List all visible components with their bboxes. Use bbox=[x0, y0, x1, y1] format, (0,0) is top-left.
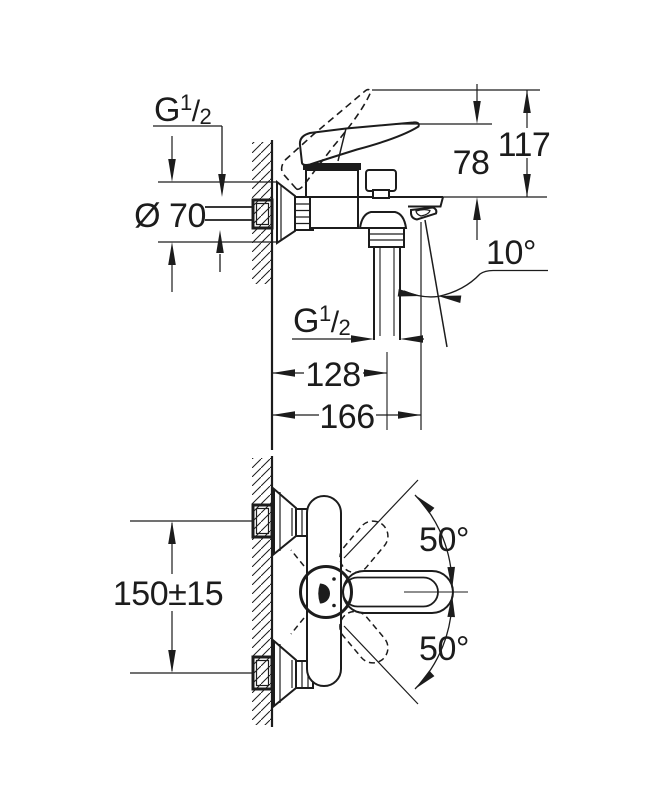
lever-crease bbox=[337, 128, 347, 162]
escutcheon-cone-side bbox=[276, 179, 296, 245]
dim-total-reach: 166 bbox=[319, 398, 374, 436]
water-stream-line bbox=[424, 219, 448, 348]
dim-swing-down: 50° bbox=[419, 630, 469, 668]
supply-fitting-square bbox=[251, 198, 274, 230]
dim-inlet-spacing: 150±15 bbox=[113, 575, 223, 613]
lever-swung-up-dashed bbox=[339, 520, 389, 574]
shower-outlet-dome bbox=[358, 211, 408, 229]
mixer-body-side bbox=[309, 196, 359, 229]
supply-fitting-inner bbox=[255, 659, 270, 687]
supply-fitting-inner bbox=[255, 507, 270, 535]
dim-total-height: 117 bbox=[498, 126, 551, 164]
lever-handle-raised-dashed bbox=[280, 88, 372, 191]
hub-logo-mark bbox=[318, 583, 330, 604]
shower-outlet-collar bbox=[368, 227, 405, 248]
dim-outlet-thread-label: G1/2 bbox=[293, 301, 351, 340]
supply-fitting-inner bbox=[255, 202, 270, 226]
handle-hub bbox=[299, 565, 353, 619]
wall-hatching-side bbox=[252, 142, 272, 284]
swing-ray-lower bbox=[343, 625, 419, 705]
dim-escutcheon-diameter: Ø 70 bbox=[134, 197, 206, 235]
escutcheon-cone-top bbox=[273, 486, 297, 557]
lever-butt-dashed bbox=[290, 617, 305, 635]
hub-dot bbox=[332, 577, 336, 581]
hub-dot bbox=[332, 603, 336, 608]
spout-end-profile bbox=[408, 196, 444, 208]
dim-reach-to-outlet: 128 bbox=[305, 356, 360, 394]
diverter-knob bbox=[365, 169, 397, 192]
collar-dark-band bbox=[303, 163, 361, 170]
diverter-knob-stem bbox=[372, 189, 390, 199]
side-view: G1/2 Ø 70 78 117 10° bbox=[134, 84, 551, 450]
dim-wall-thread-label: G1/2 bbox=[154, 90, 212, 129]
dim-handle-height: 78 bbox=[453, 144, 490, 182]
lever-butt-dashed bbox=[290, 549, 305, 567]
dim-spout-angle: 10° bbox=[486, 234, 536, 272]
lever-handle-side bbox=[298, 121, 420, 166]
lever-swung-down-dashed bbox=[339, 610, 389, 664]
swing-ray-upper bbox=[343, 479, 419, 559]
angle-leader-10 bbox=[437, 269, 548, 298]
front-view: 50° 50° 150±15 bbox=[113, 456, 469, 727]
escutcheon-cone-bottom bbox=[273, 638, 297, 709]
spout-outlet-inner bbox=[415, 209, 431, 217]
cartridge-collar bbox=[305, 169, 359, 198]
dim-swing-up: 50° bbox=[419, 521, 469, 559]
